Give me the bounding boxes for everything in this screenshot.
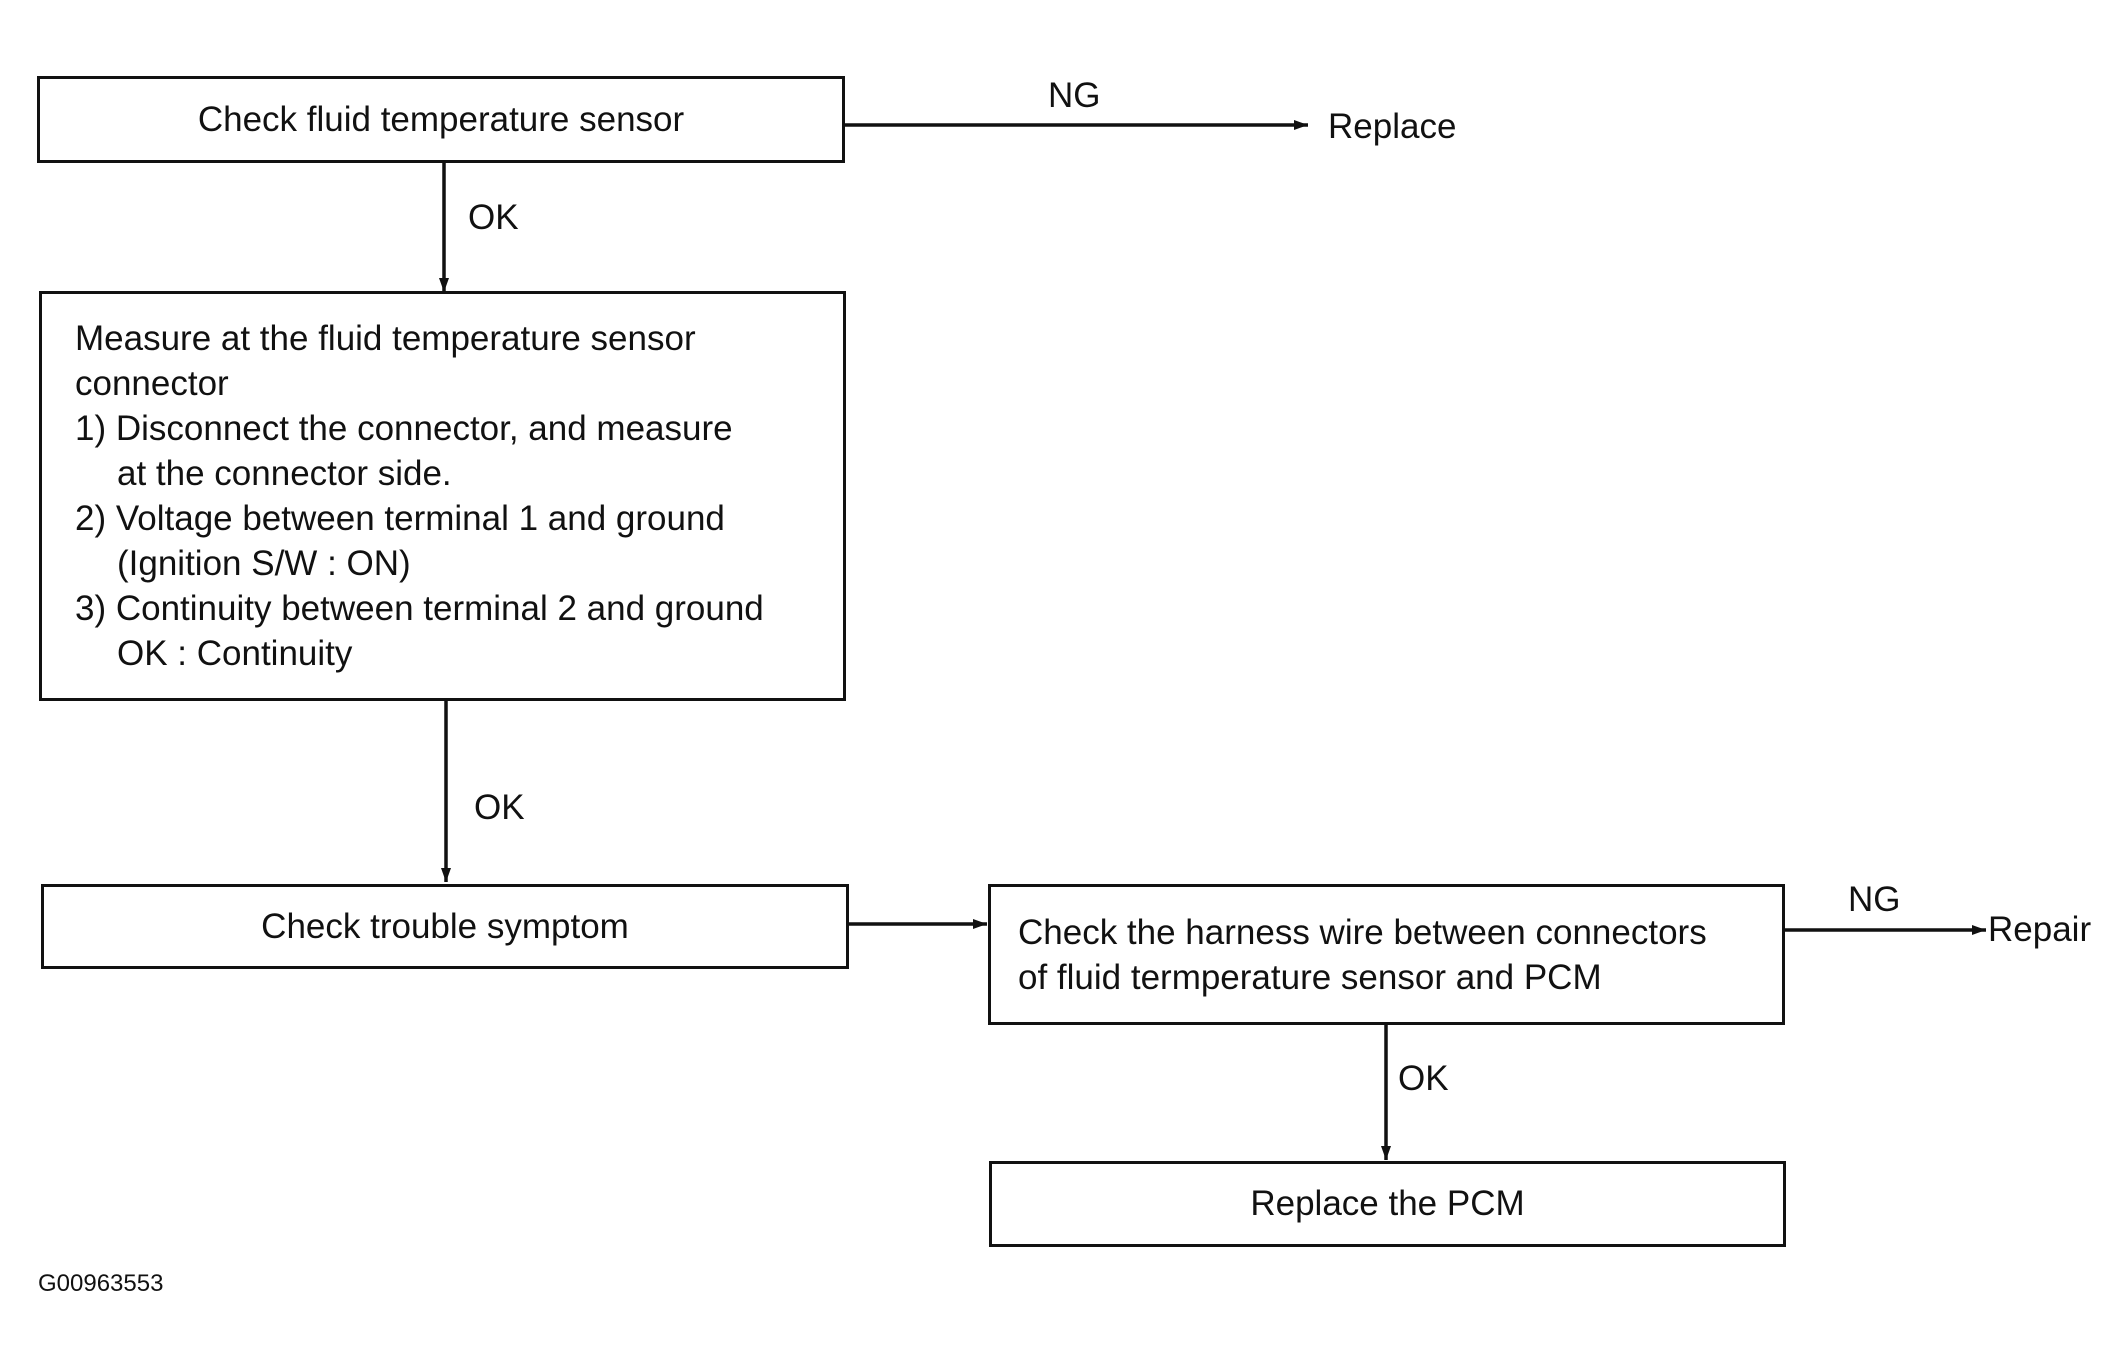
edge-label-sensor-ok: OK [468, 198, 519, 237]
node-check-symptom-text: Check trouble symptom [261, 906, 629, 946]
node-check-harness: Check the harness wire between connector… [988, 884, 1785, 1025]
node-replace-pcm-text: Replace the PCM [1250, 1184, 1525, 1223]
measure-line: 3) Continuity between terminal 2 and gro… [75, 589, 764, 628]
measure-line: OK : Continuity [117, 634, 353, 673]
measure-line: at the connector side. [117, 454, 452, 493]
figure-id: G00963553 [38, 1270, 164, 1297]
edge-label-harness-ok: OK [1398, 1059, 1449, 1098]
edge-label-measure-ok: OK [474, 788, 525, 827]
edge-label-harness-ng: NG [1848, 880, 1901, 919]
outcome-replace: Replace [1328, 107, 1457, 146]
node-check-symptom: Check trouble symptom [41, 884, 849, 969]
outcome-repair: Repair [1988, 910, 2092, 949]
node-measure-connector: Measure at the fluid temperature sensor … [39, 291, 846, 701]
measure-line: (Ignition S/W : ON) [117, 544, 411, 583]
measure-line: 1) Disconnect the connector, and measure [75, 409, 733, 448]
harness-line: Check the harness wire between connector… [1018, 912, 1707, 952]
node-replace-pcm: Replace the PCM [989, 1161, 1786, 1247]
node-check-sensor-text: Check fluid temperature sensor [197, 99, 685, 139]
measure-line: Measure at the fluid temperature sensor [75, 319, 696, 358]
measure-line: connector [75, 364, 229, 403]
edge-label-sensor-ng: NG [1048, 76, 1101, 115]
harness-line: of fluid termperature sensor and PCM [1018, 957, 1602, 997]
measure-line: 2) Voltage between terminal 1 and ground [75, 499, 725, 538]
node-check-sensor: Check fluid temperature sensor [37, 76, 845, 163]
